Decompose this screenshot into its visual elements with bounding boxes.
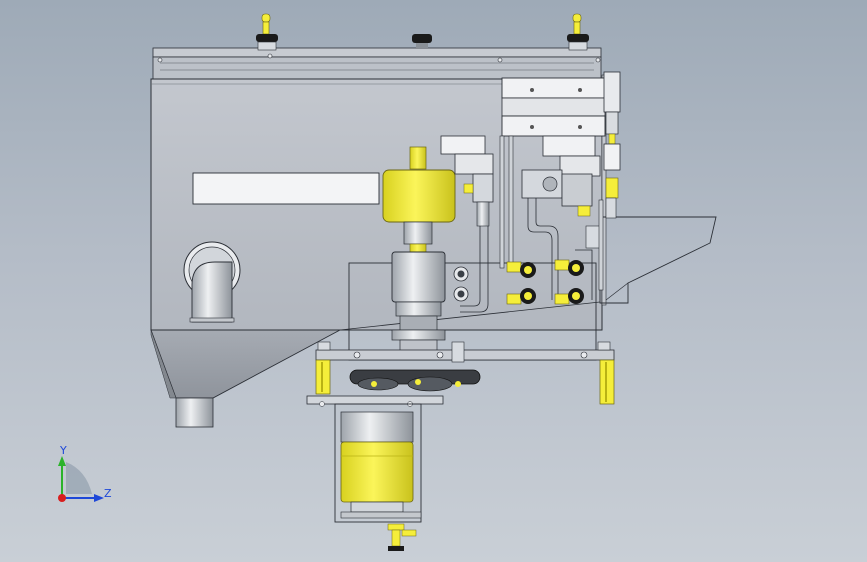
valve-manifold [501,71,621,219]
solenoid-valve-left [440,135,494,227]
fitting-a [506,261,536,278]
frame-leg-right [599,359,615,405]
hopper-funnel [150,329,341,399]
orientation-triad: Y Z [58,444,112,502]
triad-z-label: Z [104,487,112,500]
pneumatic-pipes [460,198,593,313]
side-chute [339,216,717,331]
elbow-outlet [183,241,241,323]
discharge-spout [175,397,214,428]
fitting-group [453,259,584,305]
lower-crossbar [315,341,615,363]
drive-belt [349,369,481,392]
triad-y-label: Y [59,444,67,457]
fitting-d [554,288,584,305]
motor-mount-plate [306,395,444,407]
lid-knob [412,34,432,48]
lid-fitting-right [567,13,589,51]
lid-fitting-left [256,13,278,51]
solenoid-valve-right [521,135,601,249]
motor-housing-cylinder [391,251,446,361]
drive-motor [334,403,422,523]
yellow-coupling-cylinder [382,146,456,254]
triad-origin [58,494,66,502]
top-lid [152,47,602,80]
viewing-window [192,172,380,205]
fitting-b [554,259,584,276]
port-nuts [453,266,469,302]
bottom-fitting [387,523,417,551]
fitting-c [506,288,536,305]
frame-leg-left [315,359,331,395]
pipe-rods [499,135,604,291]
